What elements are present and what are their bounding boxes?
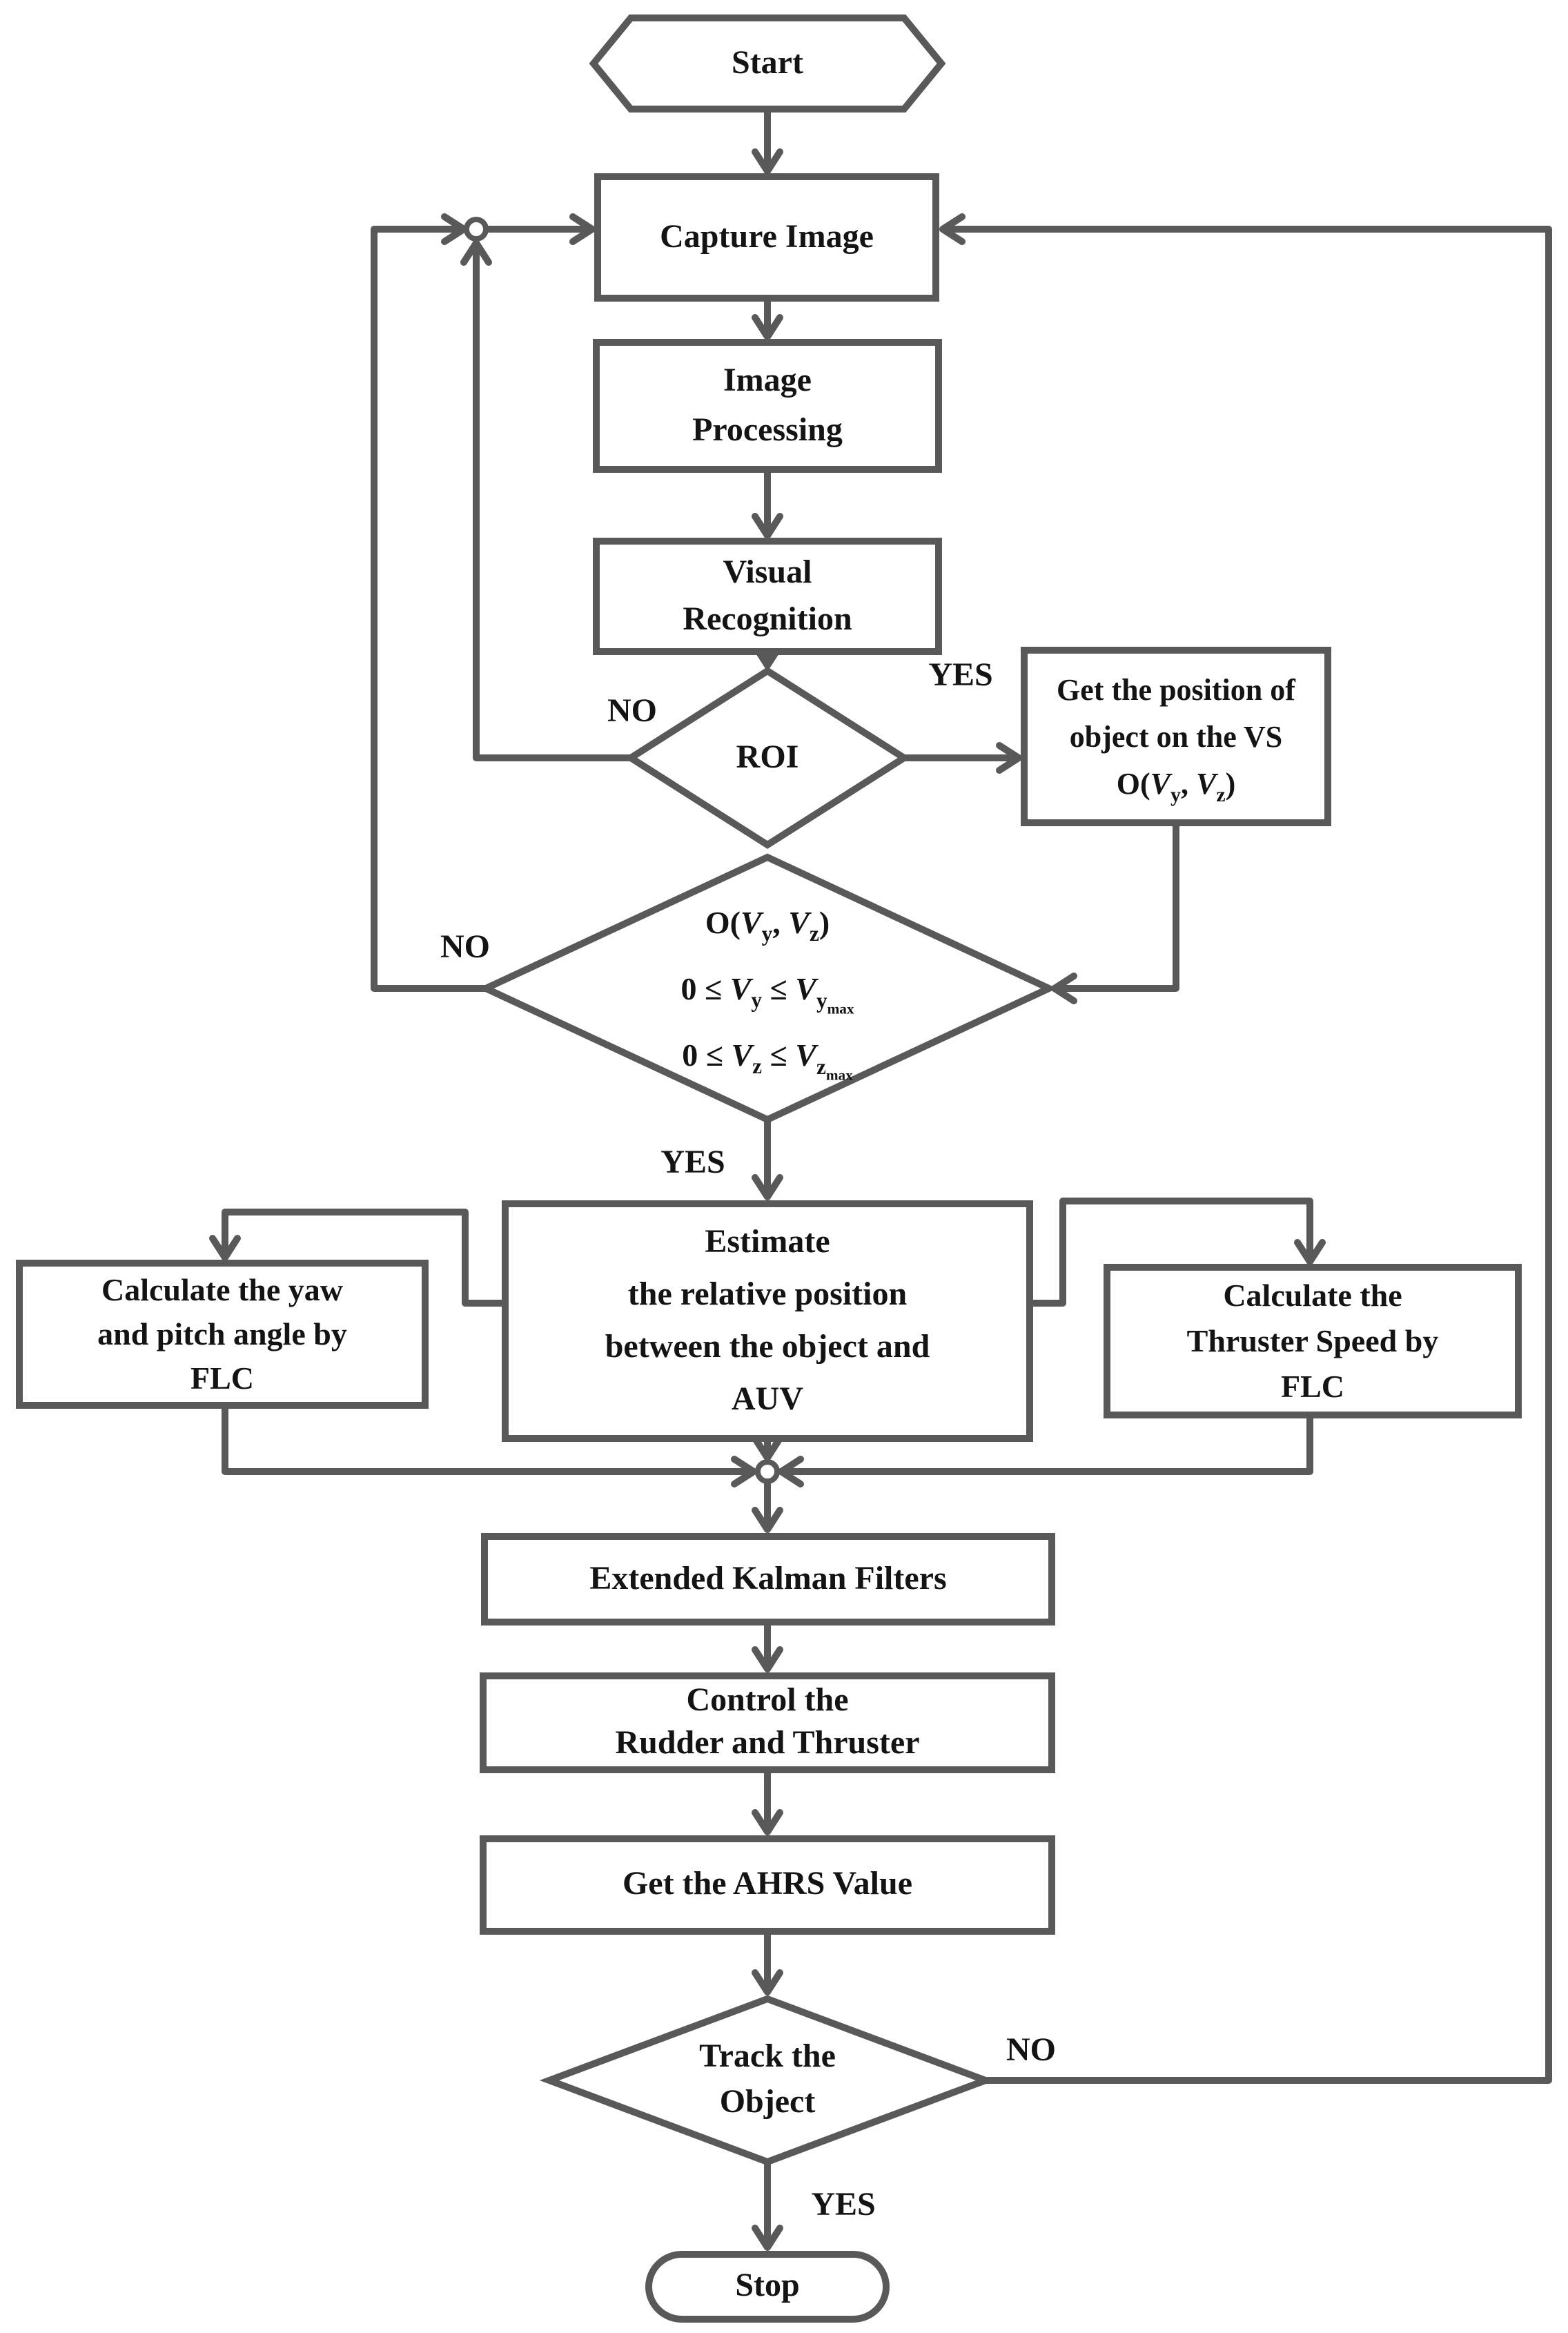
- arrowhead-down-icon: [752, 1969, 783, 1995]
- track-decision-node: Track the Object: [549, 1999, 986, 2162]
- arrowhead-down-icon: [752, 1435, 783, 1461]
- image-processing-line2: Processing: [692, 413, 843, 449]
- track-yes-label: YES: [811, 2187, 876, 2223]
- stop-node: Stop: [649, 2254, 886, 2319]
- arrowhead-right-icon: [569, 213, 596, 245]
- calc-thruster-node: Calculate the Thruster Speed by FLC: [1107, 1267, 1518, 1415]
- capture-image-node: Capture Image: [598, 177, 936, 298]
- estimate-position-node: Estimate the relative position between t…: [505, 1204, 1030, 1438]
- vs-bounds-decision-node: O(Vy, Vz) 0 ≤ Vy ≤ Vymax 0 ≤ Vz ≤ Vzmax: [525, 886, 1010, 1093]
- extended-kalman-box: [481, 1533, 1055, 1626]
- arrowhead-down-icon: [752, 513, 783, 539]
- edge-estimate-to-calcthruster: [1030, 1198, 1313, 1307]
- control-rudder-node: Control the Rudder and Thruster: [483, 1676, 1052, 1770]
- calc-yaw-line3: FLC: [190, 1360, 254, 1395]
- calc-thruster-line3: FLC: [1281, 1369, 1344, 1404]
- roi-decision-label: ROI: [736, 739, 799, 775]
- start-node: Start: [594, 18, 941, 109]
- get-ahrs-label: Get the AHRS Value: [622, 1866, 913, 1902]
- arrowhead-down-icon: [752, 1174, 783, 1200]
- calc-yaw-line2: and pitch angle by: [97, 1316, 347, 1351]
- get-position-formula: O(Vy, Vz): [1116, 765, 1236, 806]
- vs-bounds-formula1: O(Vy, Vz): [705, 906, 830, 947]
- vs-bounds-decision-diamond: [478, 853, 1057, 1124]
- control-rudder-line1: Control the: [686, 1683, 849, 1719]
- arrowhead-down-icon: [752, 1809, 783, 1835]
- edge-roi-no-feedback: [473, 243, 631, 761]
- arrowhead-right-icon: [996, 742, 1022, 774]
- get-position-line1: Get the position of: [1057, 672, 1295, 706]
- arrowhead-left-icon: [778, 1456, 804, 1487]
- start-label: Start: [732, 45, 803, 81]
- track-decision-diamond: [539, 1995, 996, 2166]
- bounds-no-label: NO: [440, 930, 490, 966]
- edge-bounds-no-feedback: [371, 226, 487, 992]
- calc-yaw-pitch-node: Calculate the yaw and pitch angle by FLC: [19, 1263, 425, 1405]
- start-hexagon: [589, 14, 946, 113]
- visual-recognition-box: [593, 538, 942, 655]
- track-no-label: NO: [1006, 2033, 1056, 2069]
- image-processing-line1: Image: [723, 363, 812, 399]
- estimate-line1: Estimate: [705, 1224, 830, 1260]
- junction-dot-top: [464, 217, 489, 242]
- extended-kalman-label: Extended Kalman Filters: [589, 1561, 947, 1597]
- track-line1: Track the: [699, 2039, 836, 2075]
- calc-thruster-line1: Calculate the: [1223, 1278, 1402, 1313]
- calc-yaw-line1: Calculate the yaw: [101, 1272, 344, 1307]
- stop-pill: [645, 2251, 890, 2323]
- control-rudder-line2: Rudder and Thruster: [615, 1726, 920, 1761]
- get-ahrs-node: Get the AHRS Value: [483, 1839, 1052, 1931]
- arrowhead-down-icon: [752, 2225, 783, 2251]
- arrowhead-left-icon: [939, 213, 966, 245]
- get-position-line2: object on the VS: [1069, 719, 1283, 753]
- roi-yes-label: YES: [928, 658, 993, 694]
- arrowhead-up-icon: [460, 240, 492, 266]
- visual-recognition-line1: Visual: [723, 555, 812, 591]
- roi-decision-diamond: [624, 667, 911, 849]
- roi-no-label: NO: [607, 694, 657, 730]
- image-processing-box: [593, 339, 942, 473]
- estimate-line4: AUV: [732, 1382, 803, 1418]
- calc-thruster-line2: Thruster Speed by: [1186, 1324, 1439, 1358]
- edge-track-no-feedback: [943, 226, 1552, 2084]
- edge-calcyaw-to-junction: [222, 1405, 754, 1475]
- capture-image-box: [594, 173, 939, 302]
- bounds-yes-label: YES: [660, 1145, 725, 1181]
- get-position-box: [1021, 647, 1331, 826]
- calc-thruster-box: [1104, 1264, 1522, 1418]
- get-ahrs-box: [480, 1835, 1055, 1935]
- visual-recognition-line2: Recognition: [683, 602, 852, 638]
- vs-bounds-formula2: 0 ≤ Vy ≤ Vymax: [680, 972, 854, 1017]
- track-line2: Object: [719, 2085, 816, 2120]
- extended-kalman-node: Extended Kalman Filters: [484, 1536, 1052, 1622]
- arrowhead-down-icon: [752, 1507, 783, 1533]
- arrowhead-down-icon: [752, 148, 783, 175]
- roi-decision-node: ROI: [631, 671, 904, 845]
- estimate-position-box: [502, 1200, 1033, 1442]
- control-rudder-box: [480, 1672, 1055, 1773]
- arrowhead-right-icon: [731, 1456, 757, 1487]
- arrowhead-down-icon: [209, 1235, 241, 1261]
- estimate-line2: the relative position: [627, 1277, 908, 1313]
- arrowhead-down-icon: [752, 1646, 783, 1672]
- image-processing-node: Image Processing: [596, 342, 939, 469]
- arrowhead-down-icon: [1294, 1239, 1326, 1265]
- visual-recognition-node: Visual Recognition: [596, 541, 939, 652]
- capture-image-label: Capture Image: [660, 219, 874, 255]
- edge-getposition-to-bounds: [1055, 823, 1179, 992]
- get-position-node: Get the position of object on the VS O(V…: [1024, 650, 1328, 823]
- stop-label: Stop: [735, 2268, 800, 2304]
- junction-dot-middle: [755, 1459, 780, 1484]
- estimate-line3: between the object and: [605, 1329, 930, 1365]
- arrowhead-down-icon: [752, 314, 783, 340]
- vs-bounds-formula3: 0 ≤ Vz ≤ Vzmax: [682, 1038, 853, 1084]
- edge-estimate-to-calcyaw: [222, 1209, 505, 1307]
- edge-calcthruster-to-junction: [781, 1415, 1313, 1475]
- calc-yaw-pitch-box: [16, 1260, 429, 1409]
